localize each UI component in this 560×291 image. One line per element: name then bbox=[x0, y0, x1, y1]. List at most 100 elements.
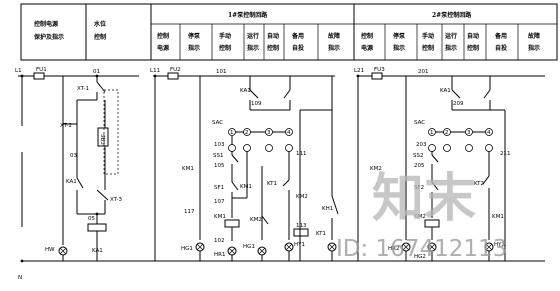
svg-text:HY2: HY2 bbox=[494, 242, 505, 248]
svg-text:指示: 指示 bbox=[445, 44, 457, 52]
svg-text:3: 3 bbox=[267, 130, 271, 136]
svg-text:HR2: HR2 bbox=[388, 246, 399, 252]
group1-col-headers: 控制 电源 停泵 指示 手动 控制 运行 指示 自动 控制 备用 自投 故障 指… bbox=[157, 32, 340, 52]
svg-text:HG1: HG1 bbox=[243, 244, 255, 250]
svg-text:故障: 故障 bbox=[328, 32, 340, 40]
svg-text:L11: L11 bbox=[150, 68, 160, 74]
label-FU1: FU1 bbox=[36, 67, 47, 73]
svg-text:105: 105 bbox=[214, 163, 225, 169]
svg-text:控制: 控制 bbox=[467, 44, 479, 52]
svg-text:KA1: KA1 bbox=[440, 88, 451, 94]
svg-text:电源: 电源 bbox=[361, 44, 373, 52]
watermark: 知末 ID: 167412113 bbox=[336, 169, 507, 262]
hdr-group1-title: 1#泵控制回路 bbox=[228, 11, 268, 19]
svg-text:SAC: SAC bbox=[212, 120, 223, 126]
svg-text:SF1: SF1 bbox=[214, 185, 224, 191]
svg-text:205: 205 bbox=[414, 163, 425, 169]
svg-text:自投: 自投 bbox=[292, 44, 305, 52]
svg-text:209: 209 bbox=[453, 101, 464, 107]
svg-text:指示: 指示 bbox=[247, 44, 259, 52]
svg-text:运行: 运行 bbox=[247, 32, 259, 40]
svg-text:KA1: KA1 bbox=[240, 88, 251, 94]
svg-text:HW: HW bbox=[45, 247, 55, 253]
svg-text:HG1: HG1 bbox=[181, 246, 193, 252]
svg-text:KT1: KT1 bbox=[267, 181, 277, 187]
svg-text:KM2: KM2 bbox=[370, 166, 382, 172]
svg-text:2: 2 bbox=[245, 130, 249, 136]
svg-text:SAC: SAC bbox=[414, 120, 425, 126]
header-table: 控制电源 保护及指示 水位 控制 1#泵控制回路 2#泵控制回路 控制 电源 停… bbox=[20, 3, 558, 61]
svg-text:1: 1 bbox=[430, 130, 434, 136]
svg-text:SF2: SF2 bbox=[414, 185, 424, 191]
svg-text:01: 01 bbox=[93, 69, 100, 75]
svg-text:KM2: KM2 bbox=[296, 194, 308, 200]
svg-text:KT1: KT1 bbox=[316, 231, 326, 237]
svg-text:故障: 故障 bbox=[528, 32, 540, 40]
svg-text:手动: 手动 bbox=[422, 32, 434, 40]
svg-text:停泵: 停泵 bbox=[393, 32, 406, 40]
svg-text:111: 111 bbox=[296, 151, 307, 157]
svg-text:2: 2 bbox=[445, 130, 449, 136]
svg-text:控制: 控制 bbox=[267, 44, 279, 52]
svg-text:FU3: FU3 bbox=[374, 67, 385, 73]
svg-text:XT-3: XT-3 bbox=[110, 197, 123, 203]
group2-col-headers: 控制 电源 停泵 指示 手动 控制 运行 指示 自动 控制 备用 自投 故障 指… bbox=[361, 32, 540, 52]
svg-text:KM1: KM1 bbox=[240, 184, 252, 190]
svg-text:102: 102 bbox=[214, 238, 225, 244]
svg-text:XT-2: XT-2 bbox=[60, 123, 72, 129]
svg-text:指示: 指示 bbox=[188, 44, 200, 52]
svg-text:SS1: SS1 bbox=[213, 153, 223, 159]
svg-text:指示: 指示 bbox=[528, 44, 540, 52]
svg-text:3: 3 bbox=[467, 130, 471, 136]
svg-text:4: 4 bbox=[287, 130, 291, 136]
svg-text:05: 05 bbox=[88, 216, 95, 222]
section-pump2: L21 FU3 201 HR2 KA1 209 SAC 1 2 3 4 bbox=[354, 67, 545, 261]
hdr-power-protect-1: 控制电源 bbox=[34, 20, 58, 28]
svg-text:113: 113 bbox=[296, 223, 307, 229]
hdr-water-level-2: 控制 bbox=[94, 33, 106, 41]
coil-KM1 bbox=[224, 219, 240, 228]
svg-text:控制: 控制 bbox=[422, 44, 434, 52]
svg-text:KH1: KH1 bbox=[322, 206, 333, 212]
svg-text:控制: 控制 bbox=[361, 32, 373, 40]
svg-text:自投: 自投 bbox=[495, 44, 508, 52]
fuse-FU2 bbox=[167, 72, 179, 80]
svg-text:203: 203 bbox=[416, 142, 427, 148]
svg-text:手动: 手动 bbox=[219, 32, 231, 40]
svg-text:指示: 指示 bbox=[393, 44, 405, 52]
svg-text:HG2: HG2 bbox=[414, 254, 426, 260]
section-power-level: L1 FU1 01 N XT-1 XT-2 03 SB3 XT-3 KA1 bbox=[15, 67, 545, 281]
hdr-water-level-1: 水位 bbox=[94, 20, 106, 28]
svg-text:KM1: KM1 bbox=[492, 214, 504, 220]
svg-text:117: 117 bbox=[184, 209, 195, 215]
svg-text:KA1: KA1 bbox=[66, 179, 77, 185]
svg-text:电源: 电源 bbox=[157, 44, 169, 52]
svg-text:KM1: KM1 bbox=[214, 214, 226, 220]
svg-text:109: 109 bbox=[251, 101, 262, 107]
svg-text:KM2: KM2 bbox=[414, 214, 426, 220]
svg-text:FU2: FU2 bbox=[170, 67, 181, 73]
svg-text:备用: 备用 bbox=[291, 32, 304, 40]
svg-text:自动: 自动 bbox=[467, 32, 479, 40]
fuse-FU3 bbox=[371, 72, 383, 80]
coil-KA1 bbox=[87, 223, 107, 232]
svg-text:控制: 控制 bbox=[219, 44, 231, 52]
hdr-power-protect-2: 保护及指示 bbox=[33, 33, 64, 41]
label-L1: L1 bbox=[15, 68, 22, 74]
fuse-FU1 bbox=[33, 72, 45, 80]
svg-text:L21: L21 bbox=[354, 68, 364, 74]
svg-text:停泵: 停泵 bbox=[188, 32, 201, 40]
svg-text:103: 103 bbox=[214, 142, 225, 148]
coil-KT1 bbox=[293, 228, 309, 237]
svg-text:XT-1: XT-1 bbox=[77, 86, 89, 92]
label-N: N bbox=[18, 275, 22, 281]
svg-text:运行: 运行 bbox=[445, 32, 457, 40]
svg-text:SS2: SS2 bbox=[413, 153, 423, 159]
svg-text:备用: 备用 bbox=[494, 32, 507, 40]
svg-text:控制: 控制 bbox=[157, 32, 169, 40]
svg-text:03: 03 bbox=[70, 153, 77, 159]
svg-text:KM1: KM1 bbox=[182, 166, 194, 172]
svg-text:101: 101 bbox=[216, 69, 227, 75]
svg-text:1: 1 bbox=[230, 130, 234, 136]
